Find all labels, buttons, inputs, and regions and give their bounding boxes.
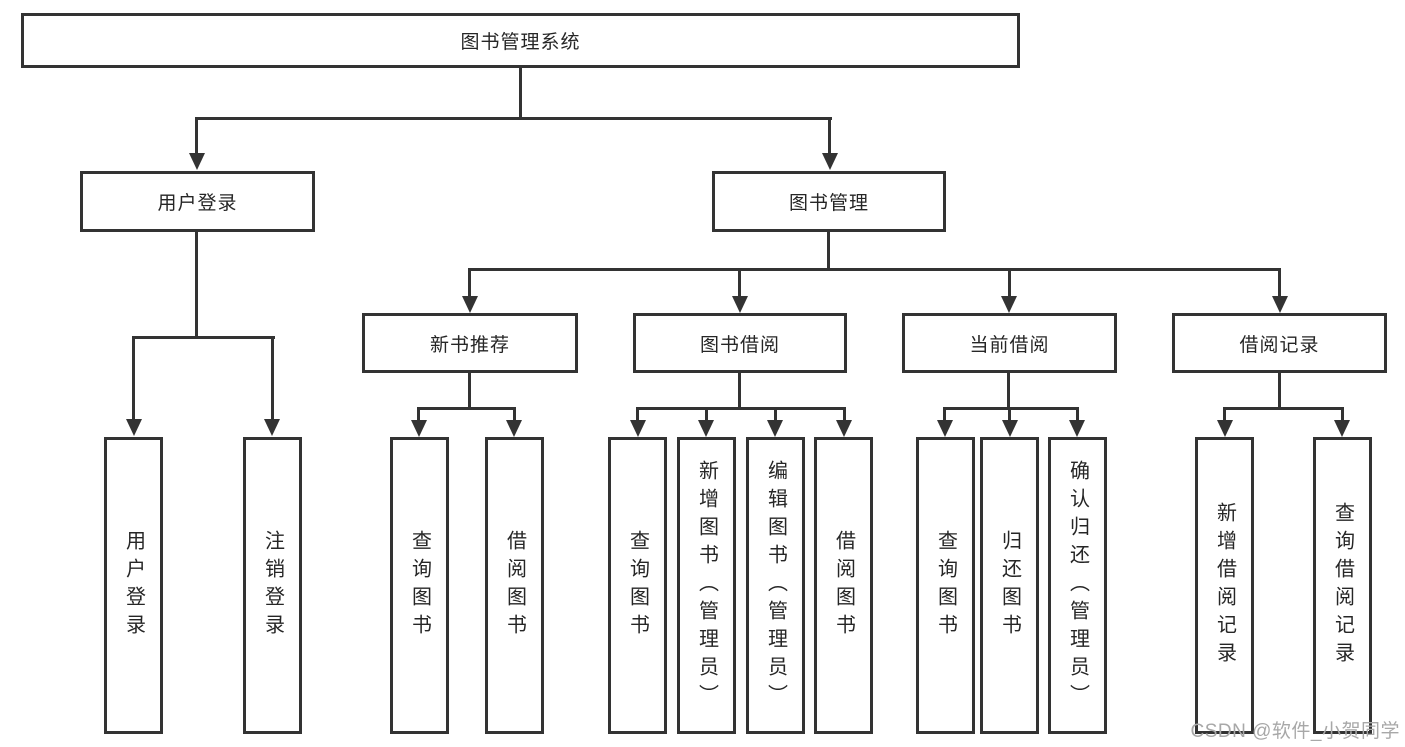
node-current-borrow: 当前借阅 — [902, 313, 1117, 373]
edge-leaf-drop — [417, 407, 420, 420]
edge-leaf-drop — [943, 407, 946, 420]
node-book-borrow: 图书借阅 — [633, 313, 847, 373]
arrow-down-icon — [836, 420, 852, 437]
edge-leaf-drop — [636, 407, 639, 420]
edge-root-to-user-login — [195, 117, 198, 153]
edge-current-borrow-rail — [943, 407, 1079, 410]
edge-to-leaf-user-login — [132, 336, 135, 419]
leaf-edit-books-admin: 编辑图书（管理员） — [746, 437, 805, 734]
edge-root-rail — [196, 117, 832, 120]
arrow-down-icon — [732, 296, 748, 313]
edge-book-borrow-stem — [738, 373, 741, 407]
edge-to-current-borrow — [1008, 268, 1011, 296]
node-root-library-system: 图书管理系统 — [21, 13, 1020, 68]
arrow-down-icon — [411, 420, 427, 437]
node-user-login: 用户登录 — [80, 171, 315, 232]
edge-to-leaf-logout — [271, 336, 274, 419]
leaf-user-login: 用户登录 — [104, 437, 163, 734]
edge-current-borrow-stem — [1007, 373, 1010, 407]
edge-to-borrow-records — [1278, 268, 1281, 296]
csdn-watermark: CSDN @软件_小贺同学 — [1190, 721, 1400, 742]
leaf-add-books-admin: 新增图书（管理员） — [677, 437, 736, 734]
leaf-add-borrow-record: 新增借阅记录 — [1195, 437, 1254, 734]
edge-borrow-records-rail — [1223, 407, 1344, 410]
edge-leaf-drop — [774, 407, 777, 420]
arrow-down-icon — [1002, 420, 1018, 437]
leaf-borrow-books: 借阅图书 — [814, 437, 873, 734]
arrow-down-icon — [698, 420, 714, 437]
node-new-book-recommend: 新书推荐 — [362, 313, 578, 373]
edge-to-new-book-recommend — [468, 268, 471, 296]
arrow-down-icon — [1001, 296, 1017, 313]
arrow-down-icon — [1217, 420, 1233, 437]
arrow-down-icon — [767, 420, 783, 437]
leaf-confirm-return-admin: 确认归还（管理员） — [1048, 437, 1107, 734]
edge-leaf-drop — [1223, 407, 1226, 420]
edge-user-login-rail — [132, 336, 275, 339]
leaf-logout: 注销登录 — [243, 437, 302, 734]
edge-to-book-borrow — [738, 268, 741, 296]
arrow-down-icon — [1069, 420, 1085, 437]
leaf-borrow-books-recommend: 借阅图书 — [485, 437, 544, 734]
edge-leaf-drop — [843, 407, 846, 420]
edge-book-borrow-rail — [636, 407, 846, 410]
arrow-down-icon — [1272, 296, 1288, 313]
leaf-query-books-current: 查询图书 — [916, 437, 975, 734]
edge-leaf-drop — [1341, 407, 1344, 420]
edge-root-stem — [519, 68, 522, 117]
edge-book-management-stem — [827, 232, 830, 268]
edge-new-book-stem — [468, 373, 471, 407]
arrow-down-icon — [189, 153, 205, 170]
edge-user-login-stem — [195, 232, 198, 336]
edge-borrow-records-stem — [1278, 373, 1281, 407]
arrow-down-icon — [1334, 420, 1350, 437]
leaf-return-books: 归还图书 — [980, 437, 1039, 734]
edge-leaf-drop — [705, 407, 708, 420]
leaf-query-borrow-record: 查询借阅记录 — [1313, 437, 1372, 734]
arrow-down-icon — [937, 420, 953, 437]
arrow-down-icon — [462, 296, 478, 313]
leaf-query-books-borrow: 查询图书 — [608, 437, 667, 734]
arrow-down-icon — [126, 419, 142, 436]
edge-root-to-book-management — [828, 117, 831, 153]
arrow-down-icon — [506, 420, 522, 437]
leaf-query-books-recommend: 查询图书 — [390, 437, 449, 734]
arrow-down-icon — [630, 420, 646, 437]
arrow-down-icon — [822, 153, 838, 170]
arrow-down-icon — [264, 419, 280, 436]
node-borrow-records: 借阅记录 — [1172, 313, 1387, 373]
edge-book-management-rail — [468, 268, 1281, 271]
edge-leaf-drop — [1076, 407, 1079, 420]
edge-leaf-drop — [513, 407, 516, 420]
edge-leaf-drop — [1008, 407, 1011, 420]
node-book-management: 图书管理 — [712, 171, 946, 232]
edge-new-book-rail — [417, 407, 516, 410]
